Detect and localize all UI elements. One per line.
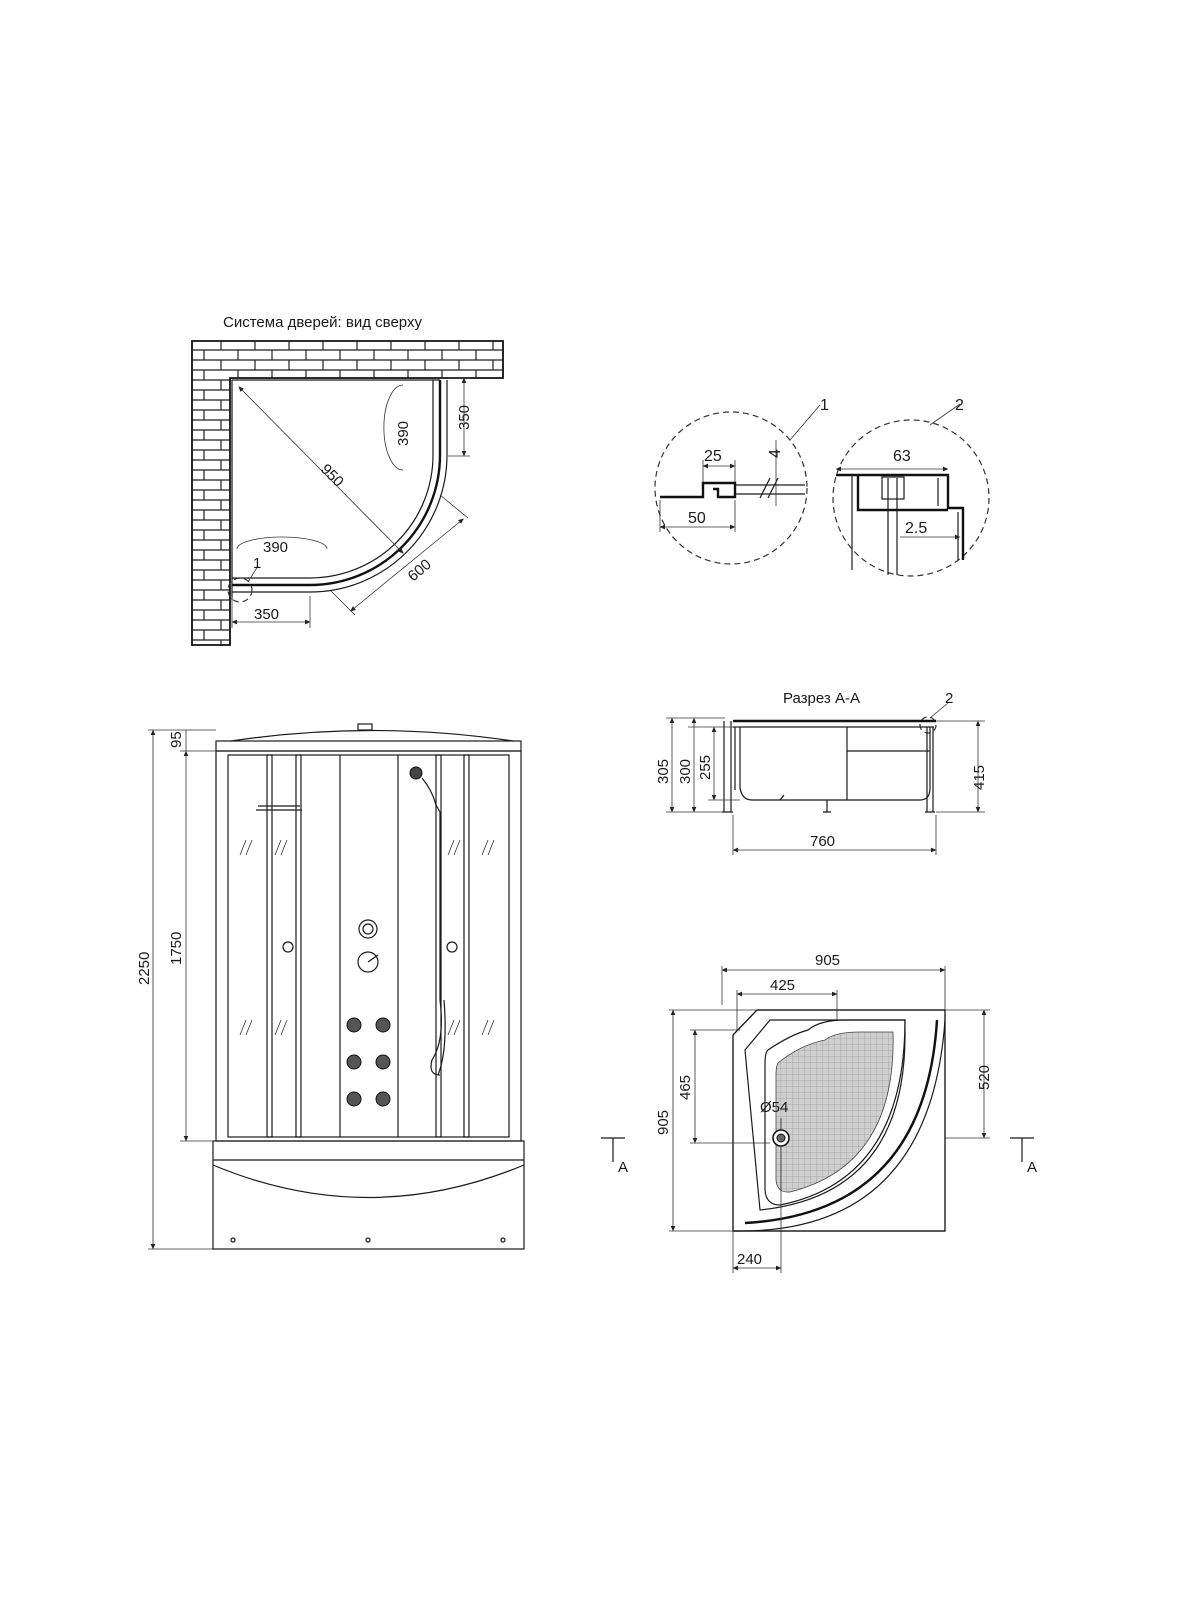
dim-radius: 600	[405, 556, 435, 585]
section-view: Разрез A-A 2 305 300 255 415	[655, 690, 988, 855]
dim-total-height: 2250	[136, 952, 153, 985]
door-profiles	[266, 754, 470, 1138]
detail2-top-width: 63	[893, 448, 911, 465]
section-mark-right: A	[1027, 1159, 1037, 1176]
dim-side-bottom: 350	[254, 606, 279, 623]
dim-tray-height-right: 520	[976, 1065, 993, 1090]
dimension-diagonal: 950	[238, 386, 404, 554]
dim-section-width: 760	[810, 833, 835, 850]
section-marker-right: A	[1010, 1137, 1037, 1176]
tray-legs	[722, 721, 935, 813]
glass-reflections	[239, 839, 495, 1036]
door-handle-icon	[446, 941, 458, 953]
dim-side-right: 350	[456, 405, 473, 430]
dim-panel-height: 1750	[168, 932, 185, 965]
dim-tray-height-total: 905	[655, 1110, 672, 1135]
dimension-radius: 600	[329, 494, 469, 616]
anti-slip-area	[775, 1031, 894, 1193]
brick-wall	[191, 340, 504, 646]
dim-tray-width-total: 905	[815, 952, 840, 969]
dim-section-h2: 300	[677, 759, 694, 784]
dim-tray-offset: 240	[737, 1251, 762, 1268]
detail1-top-width: 25	[704, 448, 722, 465]
control-knob-icon	[358, 919, 378, 939]
dimension-side-right: 350	[448, 377, 473, 457]
dim-section-h1: 305	[655, 759, 672, 784]
tray-plan: Ø54 905 425 905 465 520 240 A	[601, 952, 1037, 1273]
section-title: Разрез A-A	[783, 690, 860, 707]
detail2-gap: 2.5	[905, 520, 927, 537]
dimension-side-bottom: 350	[231, 596, 311, 628]
door-handle-icon	[282, 941, 294, 953]
front-view: 2250 1750 95	[136, 723, 525, 1250]
section-marker-left: A	[601, 1137, 628, 1176]
dim-tray-width-inner: 425	[770, 977, 795, 994]
dim-door-arc-bottom: 390	[263, 539, 288, 556]
mixer-icon	[357, 951, 379, 973]
drain-icon	[772, 1129, 790, 1147]
massage-jets	[346, 1017, 391, 1107]
dimension-door-bottom: 390	[236, 536, 328, 556]
section-callout: 2	[945, 690, 953, 707]
top-view-title: Система дверей: вид сверху	[223, 314, 422, 331]
section-mark-left: A	[618, 1159, 628, 1176]
dimension-door-right: 390	[383, 384, 412, 471]
dim-diagonal: 950	[317, 461, 347, 491]
dim-tray-height-inner: 465	[677, 1075, 694, 1100]
shower-head-icon	[409, 766, 446, 1076]
detail1-callout: 1	[820, 397, 829, 414]
detail-1: 1 25 4 50	[654, 397, 829, 565]
top-view-callout: 1	[253, 555, 261, 572]
detail-2: 2 63 2.5	[832, 397, 990, 577]
dim-top-height: 95	[168, 731, 185, 748]
detail2-callout: 2	[955, 397, 964, 414]
detail1-thickness: 4	[767, 449, 784, 458]
callout-1-marker: 1	[227, 555, 261, 603]
dim-section-right: 415	[971, 765, 988, 790]
dim-door-arc-right: 390	[395, 421, 412, 446]
dim-section-h3: 255	[697, 755, 714, 780]
detail1-bottom-width: 50	[688, 510, 706, 527]
top-view: Система дверей: вид сверху 950 390 350	[191, 314, 504, 646]
dim-drain: Ø54	[760, 1099, 788, 1116]
